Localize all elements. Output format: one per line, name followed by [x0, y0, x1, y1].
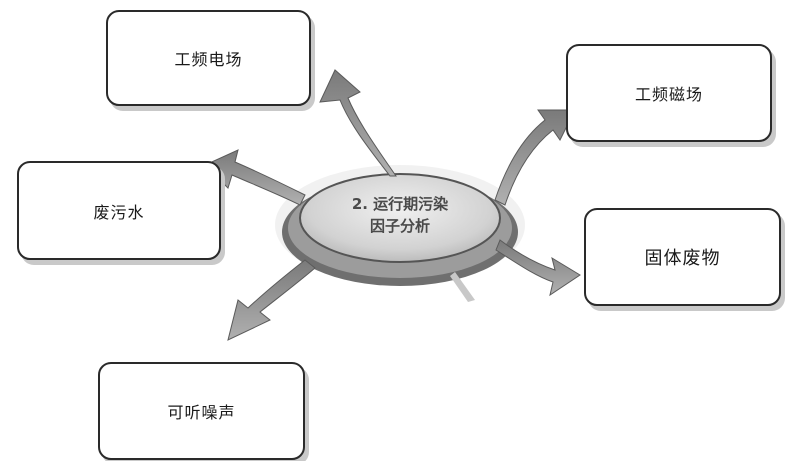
node-audible-noise: 可听噪声: [98, 362, 305, 460]
disc-shadow-streak: [450, 272, 475, 302]
node-solid-waste: 固体废物: [584, 208, 781, 306]
center-label-line1: 2. 运行期污染: [351, 195, 449, 213]
center-label-line2: 因子分析: [369, 217, 430, 235]
node-solid-waste-label: 固体废物: [644, 248, 721, 269]
arrow-to-magnetic-field: [494, 109, 576, 206]
disc-top: [299, 173, 501, 263]
node-magnetic-field: 工频磁场: [566, 44, 772, 142]
arrow-to-electric-field: [319, 69, 397, 177]
node-electric-field: 工频电场: [106, 10, 311, 106]
node-electric-field-label: 工频电场: [174, 50, 243, 69]
node-magnetic-field-label: 工频磁场: [634, 85, 703, 104]
node-wastewater: 废污水: [17, 161, 221, 260]
arrow-to-solid-waste: [495, 239, 581, 297]
arrow-to-audible-noise: [227, 259, 316, 341]
center-label: 2. 运行期污染 因子分析: [300, 193, 500, 237]
arrow-to-wastewater: [204, 149, 306, 206]
node-audible-noise-label: 可听噪声: [167, 403, 236, 422]
node-wastewater-label: 废污水: [93, 202, 145, 222]
